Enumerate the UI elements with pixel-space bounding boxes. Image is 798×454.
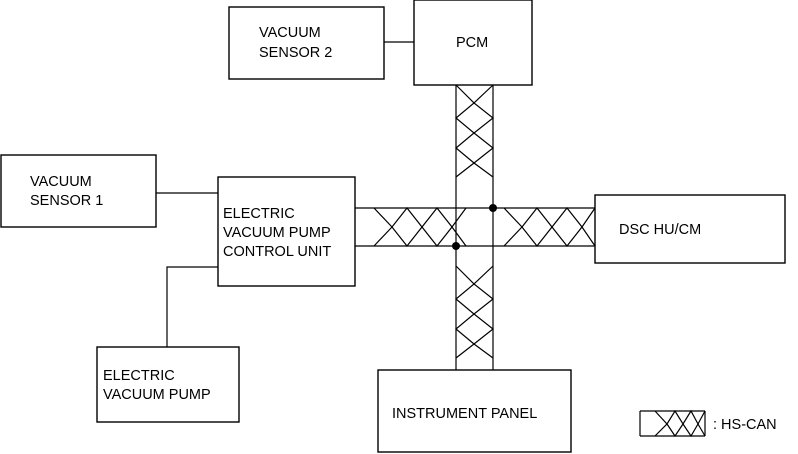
vacuum-sensor-2-line-2: SENSOR 2 — [259, 45, 332, 61]
junction-dot-upper — [489, 204, 497, 212]
legend-label: : HS-CAN — [713, 417, 777, 433]
hs-can-bus-horizontal — [355, 207, 596, 247]
dsc-label: DSC HU/CM — [619, 222, 701, 238]
instrument-panel-block: INSTRUMENT PANEL — [377, 369, 572, 453]
hs-can-bus-vertical — [455, 84, 494, 370]
control-unit-line-1: ELECTRIC — [223, 206, 295, 222]
vacuum-sensor-2-line-1: VACUUM — [259, 25, 321, 41]
junction-dot-lower — [452, 242, 460, 250]
dsc-block: DSC HU/CM — [594, 194, 786, 264]
legend-twist-icon — [654, 409, 706, 437]
pump-line-2: VACUUM PUMP — [103, 387, 211, 403]
legend: : HS-CAN — [639, 409, 777, 438]
pcm-label: PCM — [456, 35, 488, 51]
control-unit-line-3: CONTROL UNIT — [223, 244, 331, 260]
vacuum-sensor-1-line-1: VACUUM — [30, 174, 92, 190]
control-unit-block: ELECTRIC VACUUM PUMP CONTROL UNIT — [217, 176, 356, 287]
wire-ecu-pump — [166, 266, 218, 347]
control-unit-line-2: VACUUM PUMP — [223, 225, 331, 241]
instrument-panel-label: INSTRUMENT PANEL — [392, 406, 537, 422]
vacuum-sensor-2-block: VACUUM SENSOR 2 — [228, 6, 385, 80]
vacuum-sensor-1-line-2: SENSOR 1 — [30, 193, 103, 209]
vacuum-sensor-1-block: VACUUM SENSOR 1 — [0, 154, 157, 228]
pump-line-1: ELECTRIC — [103, 368, 175, 384]
pcm-block: PCM — [413, 0, 533, 86]
pump-block: ELECTRIC VACUUM PUMP — [96, 346, 240, 423]
